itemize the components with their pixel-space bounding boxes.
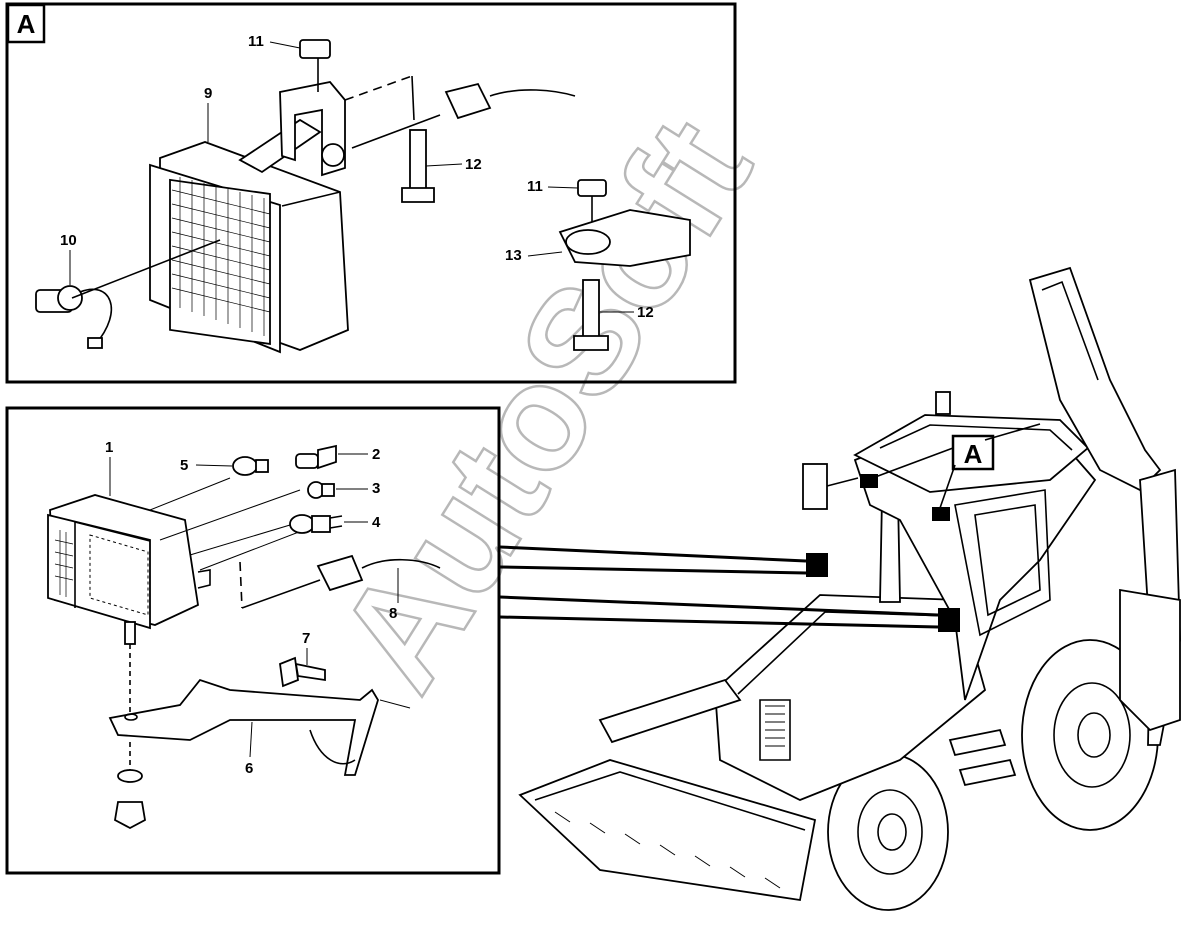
head-light-lower [938, 608, 960, 632]
svg-text:11: 11 [527, 178, 543, 195]
callout-6: 6 [245, 721, 253, 777]
callout-9: 9 [204, 85, 212, 142]
svg-text:12: 12 [637, 304, 654, 321]
callout-1: 1 [105, 439, 113, 496]
lamp-bracket [238, 39, 441, 177]
detail-panel-b: 1 5 2 3 4 8 7 6 [5, 406, 501, 875]
callout-2: 2 [338, 446, 380, 463]
bulb-5 [232, 456, 269, 476]
callout-7: 7 [302, 630, 310, 665]
svg-text:3: 3 [372, 480, 380, 497]
work-light-roof-rear [932, 507, 950, 521]
bolt-7 [279, 656, 326, 688]
wiring-connector-8 [239, 554, 441, 609]
work-lamp [149, 141, 349, 354]
callout-4: 4 [344, 514, 381, 531]
backhoe-loader-illustration: A [518, 266, 1181, 911]
bolt-upper [401, 129, 435, 203]
svg-text:12: 12 [465, 156, 482, 173]
callout-5: 5 [180, 457, 233, 474]
svg-text:2: 2 [372, 446, 380, 463]
front-wheel [827, 753, 949, 911]
svg-text:13: 13 [505, 247, 522, 264]
head-lamp [47, 477, 331, 630]
panel-a-tag: A [6, 3, 46, 44]
svg-text:7: 7 [302, 630, 310, 647]
head-light-upper [806, 553, 828, 577]
loader-bucket [518, 759, 817, 902]
bulb-3 [307, 481, 335, 499]
svg-text:A: A [964, 439, 983, 469]
callout-11-upper: 11 [248, 33, 301, 50]
svg-text:4: 4 [372, 514, 381, 531]
work-light-roof-front [860, 474, 878, 488]
panel-b-leader-lines [499, 545, 939, 629]
callout-13: 13 [505, 247, 563, 264]
bulb-4 [289, 514, 343, 534]
bulb-holder [35, 239, 221, 349]
callout-12-lower: 12 [600, 304, 654, 321]
callout-3: 3 [336, 480, 380, 497]
callout-11-lower: 11 [527, 178, 579, 195]
mounting-clamp [558, 179, 691, 351]
loader-arm [598, 678, 742, 744]
callout-8: 8 [389, 568, 399, 622]
bulb-holder-2 [295, 444, 337, 470]
lamp-arm-bracket [108, 678, 411, 776]
backhoe-boom [1028, 266, 1162, 492]
mount-hardware [114, 621, 146, 830]
svg-text:8: 8 [389, 605, 397, 622]
svg-text:11: 11 [248, 33, 264, 50]
callout-12-upper: 12 [425, 156, 482, 173]
svg-text:10: 10 [60, 232, 77, 249]
svg-text:1: 1 [105, 439, 113, 456]
engine-hood [714, 594, 987, 801]
svg-text:5: 5 [180, 457, 188, 474]
svg-text:9: 9 [204, 85, 212, 102]
detail-panel-a: A [5, 2, 737, 384]
wiring-connector [444, 82, 576, 120]
svg-text:6: 6 [245, 760, 253, 777]
machine-view-tag: A [869, 423, 1041, 509]
svg-text:A: A [17, 9, 36, 39]
callout-10: 10 [60, 232, 77, 285]
